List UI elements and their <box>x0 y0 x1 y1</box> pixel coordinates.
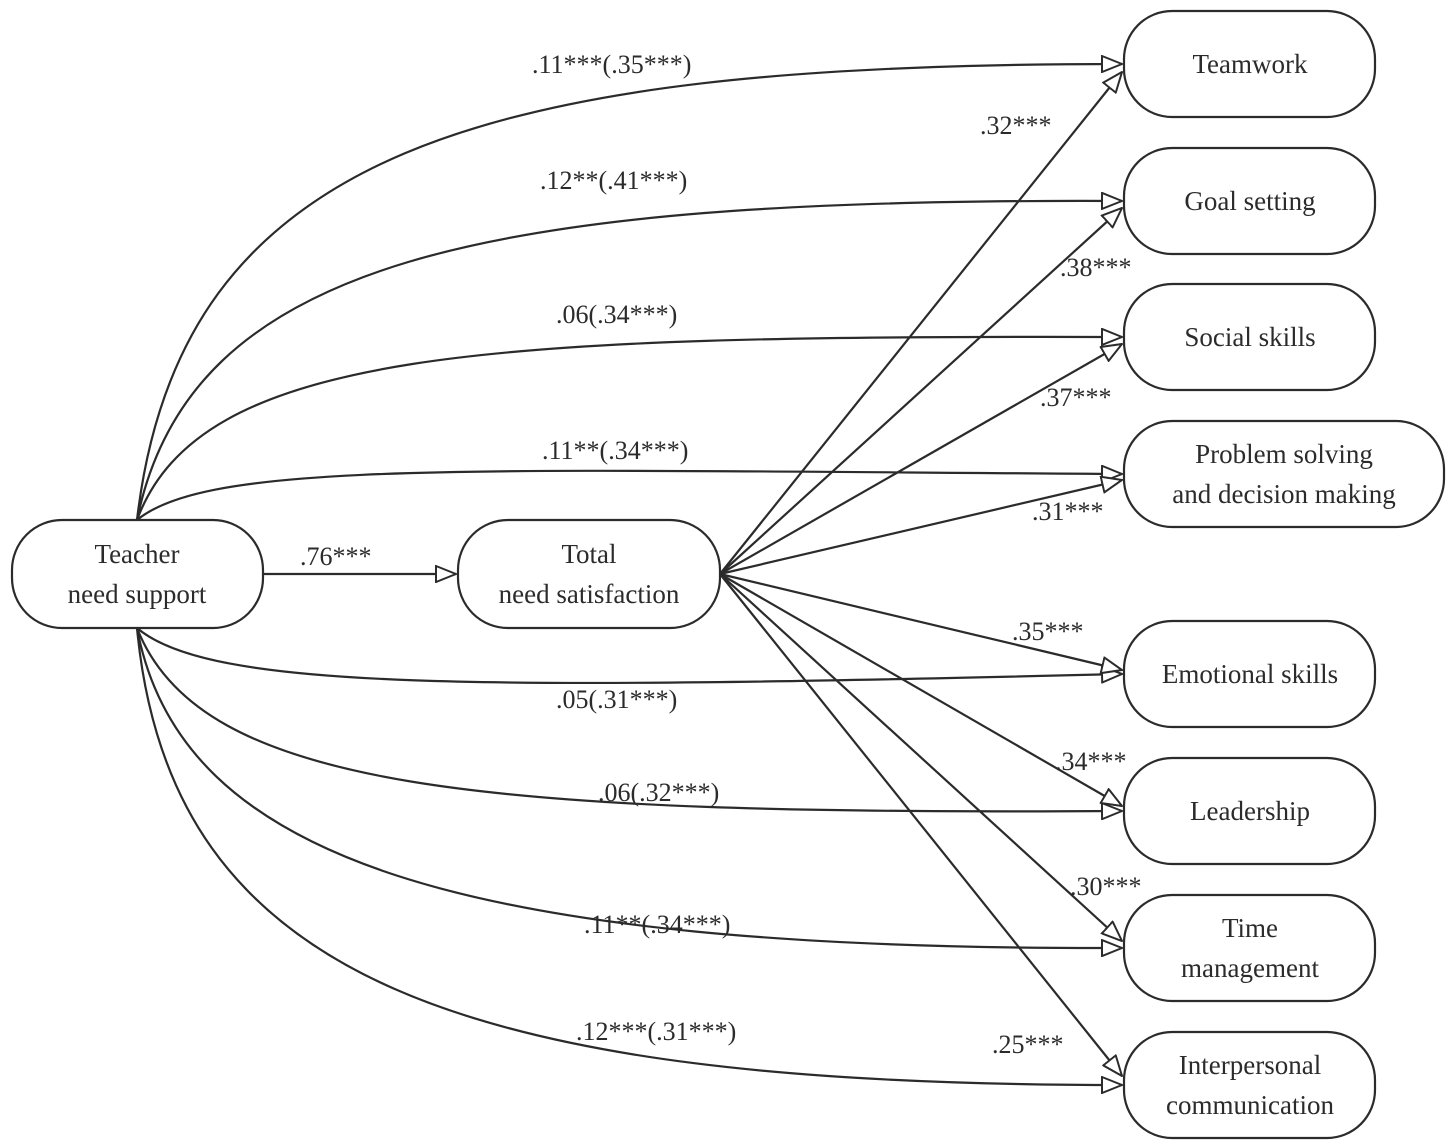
label-mediated-social: .37*** <box>1040 383 1112 412</box>
edge-total-emotional <box>719 572 1122 670</box>
node-leadership: Leadership <box>1122 756 1377 866</box>
label-mediated-goal-setting: .38*** <box>1060 253 1132 282</box>
edge-teacher-time <box>135 627 1122 948</box>
mediated-path-labels: .32*** .38*** .37*** .31*** .35*** .34**… <box>980 111 1142 1059</box>
direct-path-labels: .11***(.35***) .12**(.41***) .06(.34***)… <box>532 50 736 1046</box>
node-label: need support <box>68 579 207 609</box>
node-label: need satisfaction <box>499 579 680 609</box>
node-problem-solving: Problem solving and decision making <box>1122 419 1446 529</box>
label-mediated-emotional: .35*** <box>1012 617 1084 646</box>
node-label: Total <box>561 539 616 569</box>
edge-total-teamwork <box>719 72 1122 575</box>
label-direct-goal-setting: .12**(.41***) <box>540 166 687 195</box>
node-label: communication <box>1166 1090 1334 1120</box>
node-interpersonal-communication: Interpersonal communication <box>1122 1030 1377 1140</box>
node-teamwork: Teamwork <box>1122 9 1377 119</box>
label-direct-time: .11**(.34***) <box>584 910 730 939</box>
label-direct-interpersonal: .12***(.31***) <box>576 1017 736 1046</box>
edge-teacher-problem <box>136 471 1122 521</box>
edge-total-problem <box>719 480 1122 576</box>
label-mediated-interpersonal: .25*** <box>992 1030 1064 1059</box>
node-emotional-skills: Emotional skills <box>1122 619 1377 729</box>
mediated-paths <box>719 72 1122 1076</box>
label-direct-leadership: .06(.32***) <box>598 778 719 807</box>
edge-total-leadership <box>719 573 1122 806</box>
edge-total-social <box>719 344 1122 575</box>
node-label: management <box>1181 953 1319 983</box>
label-direct-problem: .11**(.34***) <box>542 436 688 465</box>
node-label: Leadership <box>1190 796 1310 826</box>
node-social-skills: Social skills <box>1122 282 1377 392</box>
label-mediated-time: .30*** <box>1070 872 1142 901</box>
label-mediated-leadership: .34*** <box>1055 747 1127 776</box>
edge-teacher-emotional <box>136 627 1122 685</box>
direct-paths <box>135 64 1122 1085</box>
edge-total-time <box>719 573 1122 941</box>
node-time-management: Time management <box>1122 893 1377 1003</box>
node-teacher-need-support: Teacher need support <box>10 518 265 630</box>
node-label: Goal setting <box>1184 186 1315 216</box>
edge-total-goal-setting <box>719 208 1122 575</box>
label-mediated-problem: .31*** <box>1032 497 1104 526</box>
edge-total-interpersonal <box>719 573 1122 1076</box>
label-teacher-total: .76*** <box>300 542 372 571</box>
edge-teacher-teamwork <box>135 64 1122 521</box>
node-label: and decision making <box>1172 479 1395 509</box>
label-direct-emotional: .05(.31***) <box>556 685 677 714</box>
label-direct-teamwork: .11***(.35***) <box>532 50 691 79</box>
edge-teacher-goal-setting <box>135 201 1122 521</box>
node-goal-setting: Goal setting <box>1122 146 1377 256</box>
label-direct-social: .06(.34***) <box>556 300 677 329</box>
node-label: Teamwork <box>1192 49 1308 79</box>
node-label: Teacher <box>94 539 179 569</box>
edge-teacher-interpersonal <box>135 627 1122 1085</box>
node-label: Emotional skills <box>1162 659 1338 689</box>
node-total-need-satisfaction: Total need satisfaction <box>456 518 722 630</box>
edge-teacher-leadership <box>135 627 1122 811</box>
node-label: Social skills <box>1184 322 1315 352</box>
node-label: Interpersonal <box>1179 1050 1321 1080</box>
node-label: Problem solving <box>1195 439 1373 469</box>
edge-teacher-social <box>135 337 1122 521</box>
label-mediated-teamwork: .32*** <box>980 111 1052 140</box>
node-label: Time <box>1222 913 1278 943</box>
